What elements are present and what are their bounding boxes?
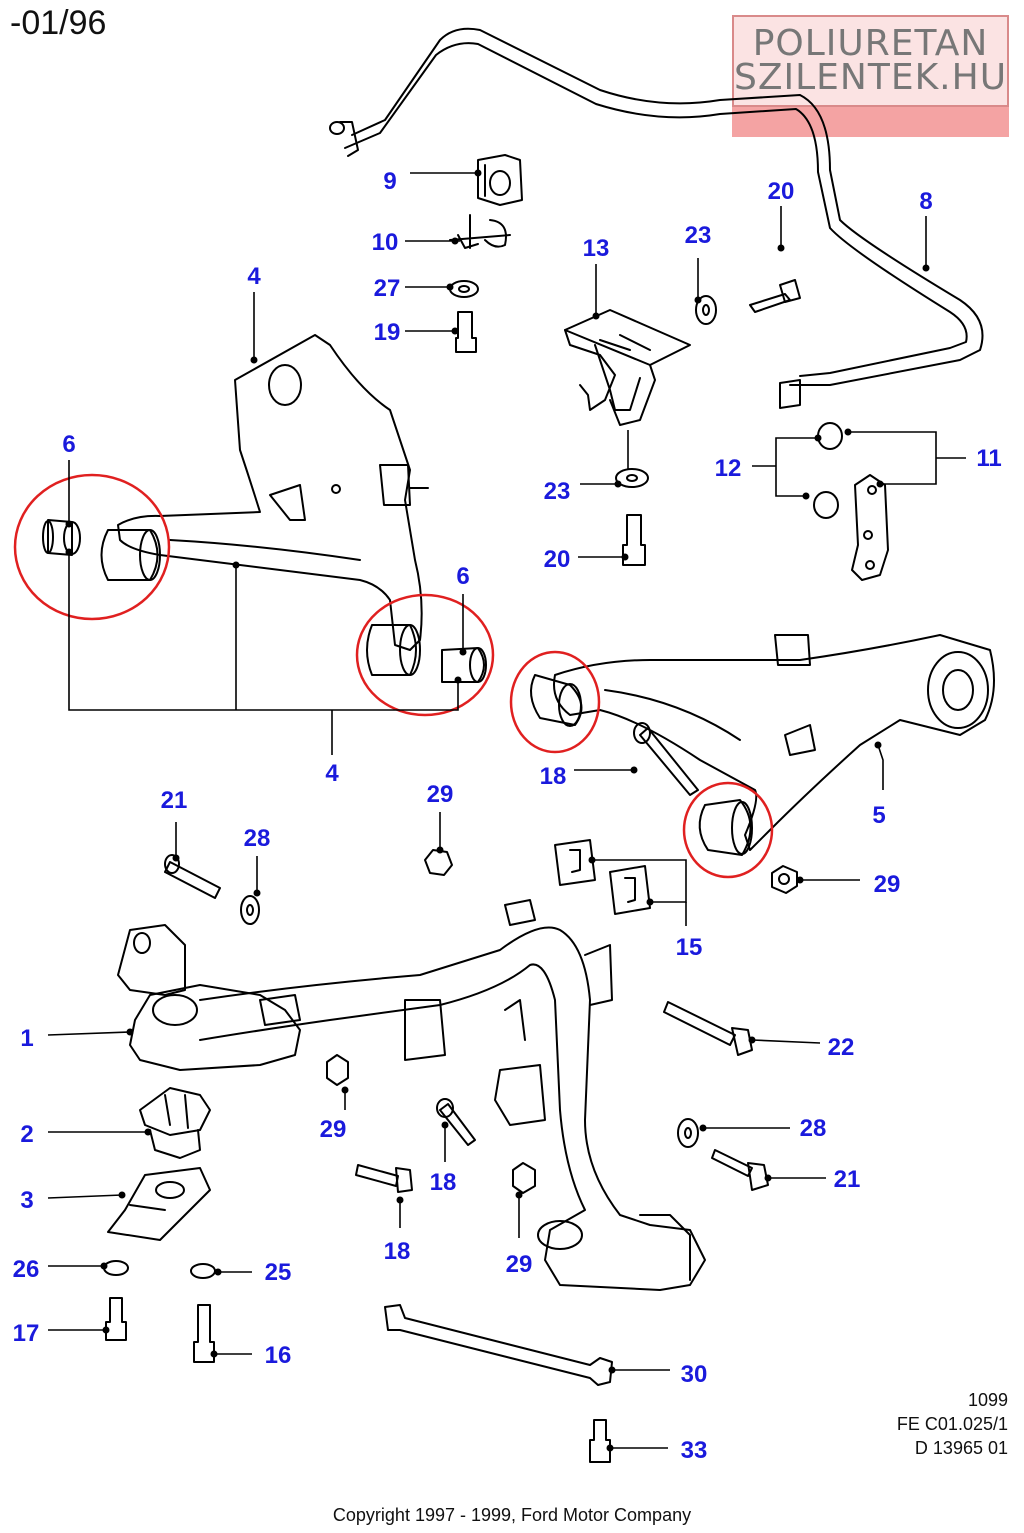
callout-dots bbox=[65, 169, 930, 1452]
callout-21-bottom: 21 bbox=[834, 1166, 861, 1193]
callout-23-bottom: 23 bbox=[544, 478, 571, 505]
callout-28-top: 28 bbox=[244, 825, 271, 852]
drawing-ref-line-3: D 13965 01 bbox=[914, 1438, 1008, 1458]
bushing-6-left bbox=[42, 519, 161, 581]
mount-2 bbox=[139, 1087, 211, 1159]
highlight-ring-bushing-6-left bbox=[13, 473, 171, 621]
callout-4-top: 4 bbox=[247, 263, 261, 290]
drawing-ref-line-2: FE C01.025/1 bbox=[896, 1414, 1008, 1434]
bolt-33 bbox=[589, 1419, 611, 1463]
callout-30: 30 bbox=[681, 1361, 708, 1388]
callout-8: 8 bbox=[919, 188, 932, 215]
callout-20-bottom: 20 bbox=[544, 546, 571, 573]
nut-29-top bbox=[424, 849, 453, 876]
callout-17: 17 bbox=[13, 1320, 40, 1347]
washer-23-bottom bbox=[615, 468, 649, 488]
bracket-13 bbox=[564, 309, 691, 426]
lower-arm-4 bbox=[117, 334, 429, 651]
drawing-ref-line-1: 1099 bbox=[967, 1390, 1008, 1410]
bolt-18-top bbox=[633, 722, 699, 796]
stabilizer-link-11 bbox=[851, 474, 889, 581]
callout-22: 22 bbox=[828, 1034, 855, 1061]
bolt-21-bottom bbox=[711, 1149, 769, 1191]
watermark-line-2: SZILENTEK.HU bbox=[733, 57, 1008, 98]
callout-29-top: 29 bbox=[427, 781, 454, 808]
bolt-20-bottom bbox=[622, 514, 646, 566]
bushing-9 bbox=[477, 154, 523, 206]
washer-23-top bbox=[695, 295, 717, 325]
washer-28-top bbox=[240, 895, 260, 925]
callout-29-right: 29 bbox=[874, 871, 901, 898]
callout-16: 16 bbox=[265, 1342, 292, 1369]
callout-9: 9 bbox=[383, 168, 396, 195]
lower-arm-5 bbox=[553, 634, 995, 851]
bolt-18-low bbox=[355, 1164, 413, 1193]
callout-28-bottom: 28 bbox=[800, 1115, 827, 1142]
tie-bar-30 bbox=[384, 1304, 613, 1386]
highlight-ring-bushing-5-front bbox=[509, 650, 601, 754]
washer-26 bbox=[103, 1260, 129, 1276]
bushing-5-front bbox=[530, 674, 583, 727]
callout-13: 13 bbox=[583, 235, 610, 262]
washer-28-bottom bbox=[677, 1118, 699, 1148]
washer-27 bbox=[449, 280, 479, 298]
callout-21-top: 21 bbox=[161, 787, 188, 814]
callout-5: 5 bbox=[872, 802, 885, 829]
callout-6-right: 6 bbox=[456, 563, 469, 590]
bolt-19 bbox=[455, 311, 477, 353]
stabilizer-bar bbox=[329, 27, 984, 409]
callout-4-bottom: 4 bbox=[325, 760, 339, 787]
callout-18-top: 18 bbox=[540, 763, 567, 790]
drawing-reference: 1099 FE C01.025/1 D 13965 01 bbox=[897, 1388, 1008, 1460]
watermark-line-1: POLIURETAN bbox=[752, 23, 989, 64]
callout-1: 1 bbox=[20, 1025, 33, 1052]
bolt-22 bbox=[663, 1001, 753, 1056]
callout-26: 26 bbox=[13, 1256, 40, 1283]
callout-11: 11 bbox=[976, 445, 1001, 472]
bolt-16 bbox=[193, 1304, 215, 1363]
leader-lines bbox=[47, 172, 966, 1449]
bushing-6-right bbox=[366, 624, 487, 683]
highlight-ring-bushing-5-rear bbox=[682, 781, 774, 879]
callout-3: 3 bbox=[20, 1187, 33, 1214]
nut-29-bottom bbox=[512, 1162, 536, 1194]
callout-27: 27 bbox=[374, 275, 401, 302]
callout-12: 12 bbox=[715, 455, 742, 482]
model-code: -01/96 bbox=[10, 4, 107, 42]
clamp-10 bbox=[449, 214, 511, 249]
copyright-notice: Copyright 1997 - 1999, Ford Motor Compan… bbox=[332, 1505, 692, 1525]
callout-29-bottom: 29 bbox=[506, 1251, 533, 1278]
nut-29-right bbox=[771, 865, 798, 894]
subframe-1 bbox=[117, 899, 706, 1291]
callout-33: 33 bbox=[681, 1437, 708, 1464]
callout-18-mid: 18 bbox=[430, 1169, 457, 1196]
highlight-ring-bushing-6-right bbox=[355, 593, 495, 717]
bolt-17 bbox=[105, 1297, 127, 1341]
washer-25 bbox=[190, 1263, 216, 1279]
clips-15 bbox=[554, 839, 651, 915]
bolt-20-top bbox=[749, 279, 801, 313]
callout-2: 2 bbox=[20, 1121, 33, 1148]
watermark-logo: POLIURETAN SZILENTEK.HU bbox=[732, 15, 1009, 137]
callout-20-top: 20 bbox=[768, 178, 795, 205]
nut-29-left bbox=[326, 1054, 349, 1086]
bolt-18-mid bbox=[436, 1098, 476, 1146]
bushing-5-rear bbox=[698, 799, 753, 856]
callout-23-top: 23 bbox=[685, 222, 712, 249]
callout-25: 25 bbox=[265, 1259, 292, 1286]
bolt-21-top bbox=[164, 854, 221, 899]
callout-15: 15 bbox=[676, 934, 703, 961]
callout-29-left: 29 bbox=[320, 1116, 347, 1143]
callout-19: 19 bbox=[374, 319, 401, 346]
callout-10: 10 bbox=[372, 229, 399, 256]
bracket-3 bbox=[107, 1167, 211, 1241]
callout-18-low: 18 bbox=[384, 1238, 411, 1265]
callout-6-left: 6 bbox=[62, 431, 75, 458]
